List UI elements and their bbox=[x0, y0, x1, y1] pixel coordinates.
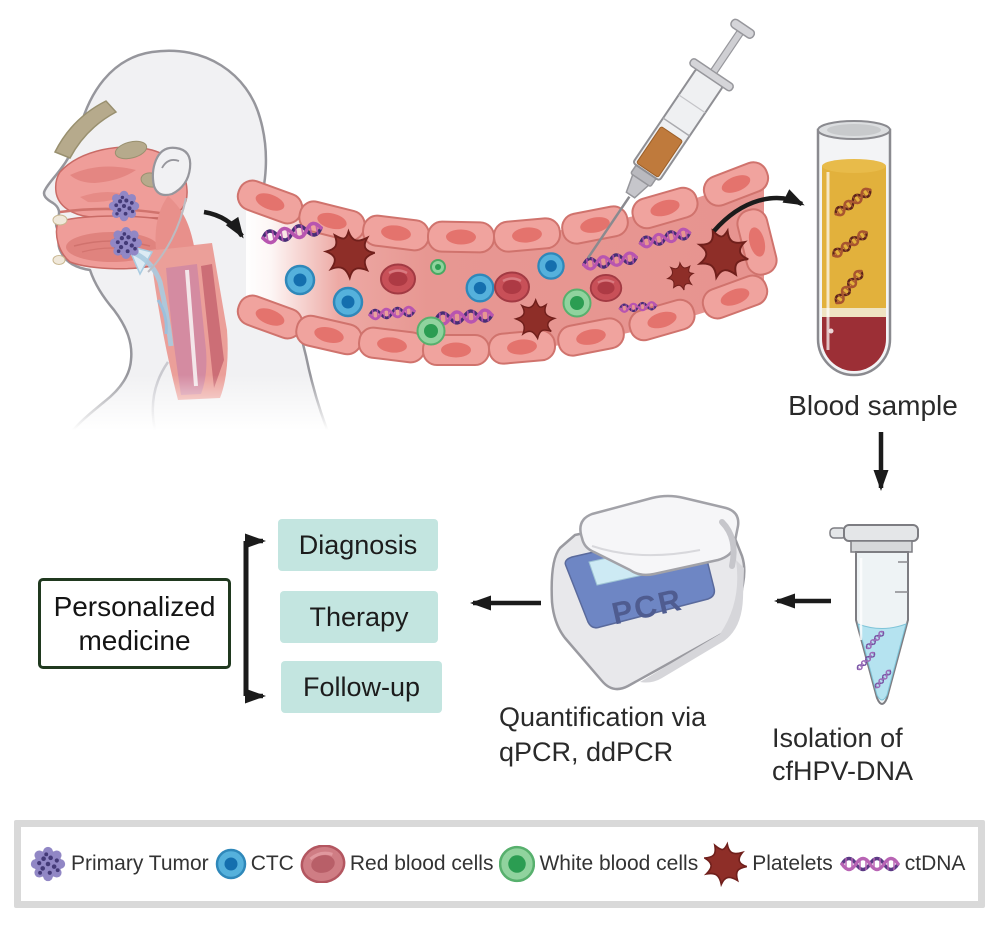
personalized-medicine-line1: Personalized bbox=[53, 590, 216, 622]
eppendorf-tube-icon bbox=[829, 524, 919, 705]
isolation-label-line1: Isolation of bbox=[772, 723, 903, 753]
diagnosis-box: Diagnosis bbox=[278, 519, 438, 571]
legend-item-ctdna: ctDNA bbox=[839, 849, 966, 879]
legend-label: White blood cells bbox=[539, 852, 699, 875]
quantification-label-line1: Quantification via bbox=[499, 702, 707, 732]
primary-tumor-upper bbox=[108, 190, 140, 222]
primary-tumor-icon bbox=[30, 846, 66, 882]
personalized-medicine-box: Personalized medicine bbox=[38, 578, 231, 669]
legend-bar: Primary Tumor CTC Red blood cells White … bbox=[14, 820, 985, 908]
legend-label: Primary Tumor bbox=[71, 852, 209, 875]
legend-item-ctc: CTC bbox=[215, 847, 294, 881]
isolation-label: Isolation of cfHPV-DNA bbox=[772, 722, 913, 788]
arrow-head-to-vessel bbox=[203, 209, 244, 239]
primary-tumor-lower bbox=[109, 226, 143, 260]
personalized-medicine-line2: medicine bbox=[78, 624, 191, 656]
pcr-machine-icon: PCR bbox=[550, 494, 746, 691]
blood-sample-tube-icon bbox=[816, 120, 892, 377]
ctdna-icon bbox=[840, 856, 900, 872]
arrow-vessel-to-tube bbox=[712, 189, 805, 233]
blood-vessel bbox=[232, 157, 781, 366]
ctc-icon bbox=[215, 848, 246, 880]
patient-head-illustration bbox=[0, 49, 350, 445]
follow-up-box: Follow-up bbox=[281, 661, 442, 713]
white-blood-cell-icon bbox=[499, 845, 536, 883]
therapy-box: Therapy bbox=[280, 591, 438, 643]
blood-sample-label: Blood sample bbox=[788, 390, 958, 421]
red-blood-cell-icon bbox=[299, 845, 346, 883]
legend-label: Red blood cells bbox=[349, 852, 494, 875]
legend-label: ctDNA bbox=[904, 852, 966, 875]
legend-item-platelet: Platelets bbox=[704, 841, 833, 887]
legend-item-wbc: White blood cells bbox=[499, 845, 698, 883]
legend-item-rbc: Red blood cells bbox=[299, 845, 494, 883]
platelet-icon bbox=[704, 841, 749, 887]
quantification-label: Quantification via qPCR, ddPCR bbox=[499, 700, 706, 770]
quantification-label-line2: qPCR, ddPCR bbox=[499, 737, 674, 767]
isolation-label-line2: cfHPV-DNA bbox=[772, 756, 914, 786]
legend-label: Platelets bbox=[752, 852, 833, 875]
legend-label: CTC bbox=[250, 852, 294, 875]
legend-item-primary-tumor: Primary Tumor bbox=[29, 843, 209, 885]
syringe-icon bbox=[586, 18, 756, 259]
flow-arrows bbox=[203, 189, 889, 704]
